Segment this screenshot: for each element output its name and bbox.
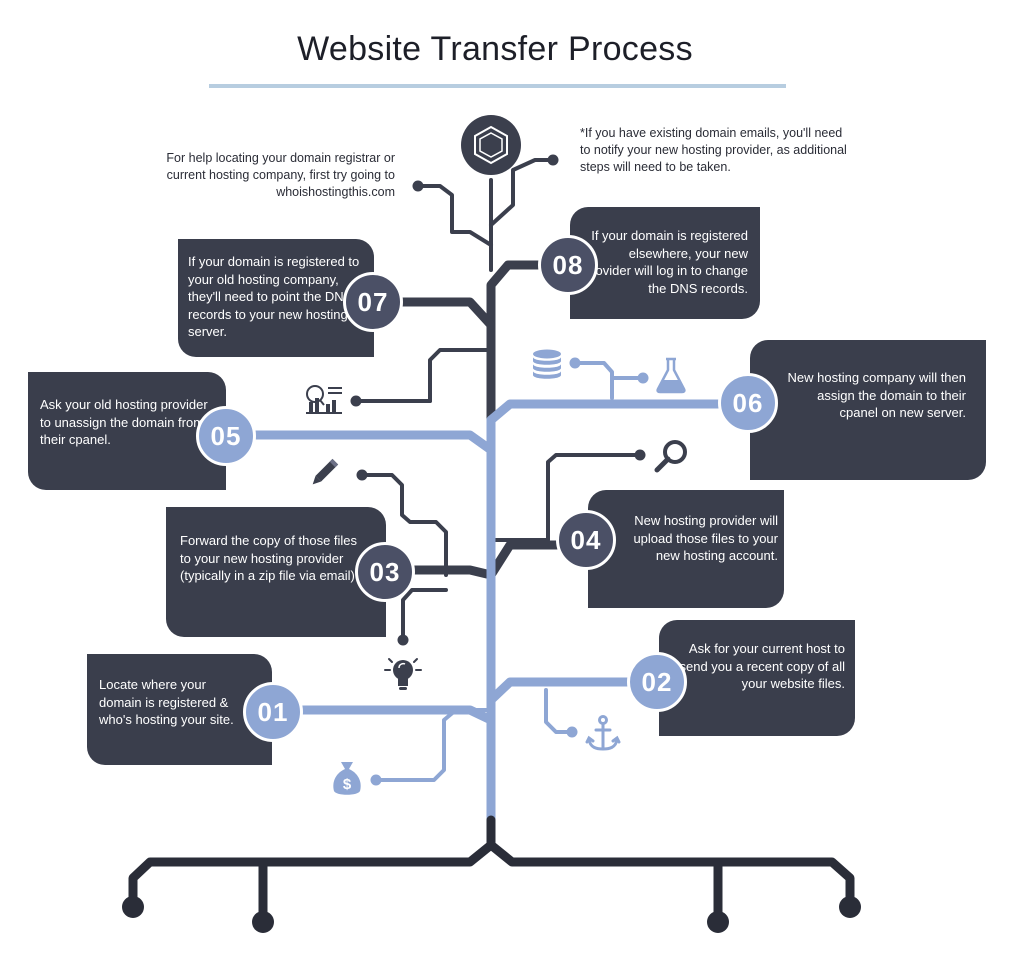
step-text-07: If your domain is registered to your old… [188,254,360,339]
root-dots [122,896,861,933]
step-card-05: Ask your old hosting provider to unassig… [28,372,226,490]
database-icon [533,349,561,379]
flask-icon [656,357,686,394]
step-text-05: Ask your old hosting provider to unassig… [40,397,208,447]
roots [128,815,855,925]
step-badge-01: 01 [243,682,303,742]
page-title: Website Transfer Process [297,30,693,68]
step-badge-03: 03 [355,542,415,602]
step-badge-04: 04 [556,510,616,570]
step-card-07: If your domain is registered to your old… [178,239,374,357]
step-badge-08: 08 [538,235,598,295]
step-card-04: New hosting provider will upload those f… [588,490,784,608]
hexagon-logo-icon [461,115,521,175]
svg-text:$: $ [343,776,352,793]
step-card-02: Ask for your current host to send you a … [659,620,855,736]
thin-dark-connectors [354,158,642,642]
note-domain-emails: *If you have existing domain emails, you… [580,126,847,174]
magnifier-icon [654,440,687,473]
pencil-icon [312,458,339,485]
step-text-04: New hosting provider will upload those f… [633,513,778,563]
step-card-03: Forward the copy of those files to your … [166,507,386,637]
analytics-icon [306,385,342,414]
note-registrar-help: For help locating your domain registrar … [166,151,395,199]
step-badge-05: 05 [196,406,256,466]
step-badge-02: 02 [627,652,687,712]
anchor-icon [585,715,621,751]
step-badge-07: 07 [343,272,403,332]
step-text-08: If your domain is registered elsewhere, … [583,228,748,296]
step-text-06: New hosting company will then assign the… [787,370,966,420]
step-card-01: Locate where your domain is registered &… [87,654,272,765]
lightbulb-icon [384,658,422,690]
step-text-02: Ask for your current host to send you a … [679,641,846,691]
title-underline [209,84,786,88]
step-text-03: Forward the copy of those files to your … [180,533,359,583]
step-text-01: Locate where your domain is registered &… [99,677,234,727]
step-card-08: If your domain is registered elsewhere, … [570,207,760,319]
money-bag-icon: $ [333,762,361,795]
light-branches [225,399,750,825]
step-card-06: New hosting company will then assign the… [750,340,986,480]
step-badge-06: 06 [718,373,778,433]
connector-dots [350,154,649,786]
